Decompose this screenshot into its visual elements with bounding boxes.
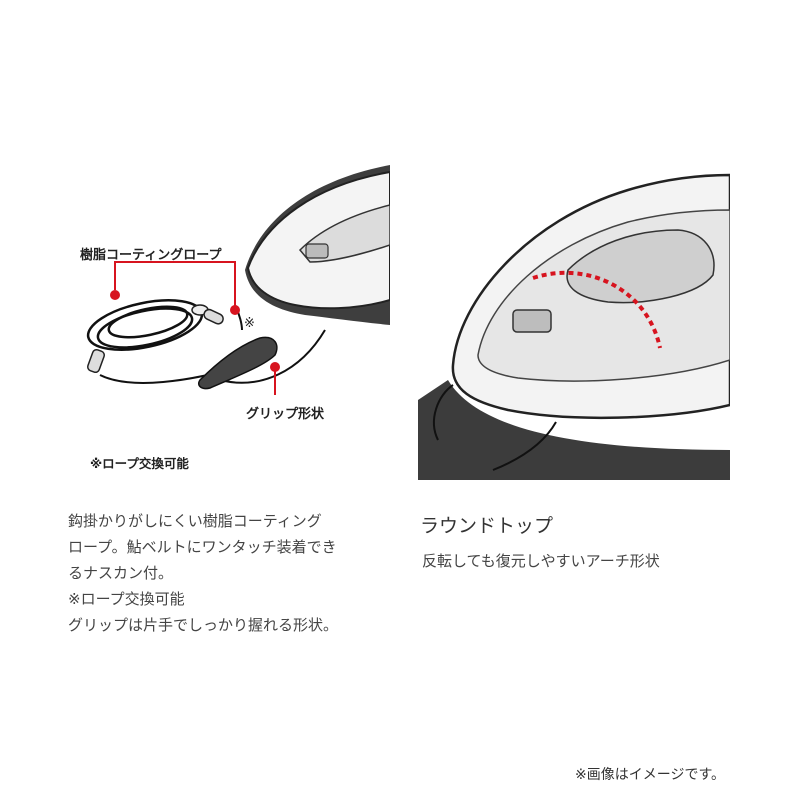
callout-rope-note: ※ロープ交換可能 (90, 456, 189, 471)
latch-icon (305, 243, 329, 259)
callout-dot-rope-1 (110, 290, 120, 300)
callout-rope-label: 樹脂コーティングロープ (80, 248, 222, 263)
product-drawing-right (418, 150, 730, 480)
rope-coil (86, 299, 204, 351)
left-description-line: ※ロープ交換可能 (68, 590, 185, 608)
round-top-illustration (418, 150, 730, 480)
product-body-dark (418, 380, 730, 480)
callout-grip-label: グリップ形状 (246, 407, 325, 422)
left-description-line: グリップは片手でしっかり握れる形状。 (68, 616, 339, 634)
rope-clip-icon (86, 348, 106, 374)
product-drawing-left (86, 165, 390, 395)
grip-shape (198, 336, 278, 390)
latch-icon (512, 309, 552, 333)
round-top-description: 反転しても復元しやすいアーチ形状 (422, 552, 660, 570)
arch-indicator (532, 270, 662, 349)
image-footnote: ※画像はイメージです。 (575, 767, 726, 783)
rope-grip-illustration: 樹脂コーティングロープ ※ グリップ形状 ※ロープ交換可能 (60, 150, 390, 480)
callout-dot-grip (270, 362, 280, 372)
callout-mark: ※ (244, 316, 255, 331)
product-window (566, 229, 715, 304)
rope-line (433, 384, 454, 441)
left-description-line: 鈎掛かりがしにくい樹脂コーティング (68, 512, 322, 530)
callout-dot-rope-2 (230, 305, 240, 315)
left-description-line: るナスカン付。 (68, 564, 174, 582)
left-description-line: ロープ。鮎ベルトにワンタッチ装着でき (68, 538, 337, 556)
snap-hook-icon (191, 304, 224, 325)
round-top-title: ラウンドトップ (420, 515, 554, 537)
left-description: 鈎掛かりがしにくい樹脂コーティング ロープ。鮎ベルトにワンタッチ装着でき るナス… (68, 508, 398, 638)
callout-lines-rope (114, 261, 236, 308)
